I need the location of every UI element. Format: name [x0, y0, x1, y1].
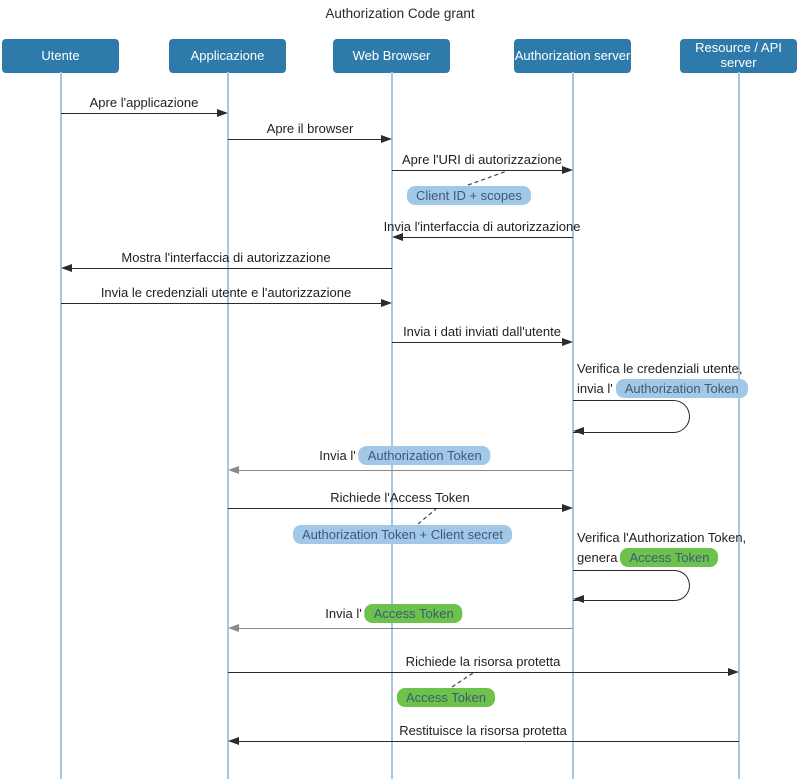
- arrowhead-left-icon: [573, 595, 584, 603]
- arrowhead-left-icon: [392, 233, 403, 241]
- message-send-authorization-token-label: Invia l' Authorization Token: [319, 446, 491, 465]
- note-client-id-scopes: Client ID + scopes: [407, 186, 531, 205]
- note-connector-line: [467, 170, 508, 186]
- message-open-browser-label: Apre il browser: [266, 121, 354, 136]
- arrowhead-right-icon: [562, 504, 573, 512]
- access-token-badge: Access Token: [364, 604, 463, 623]
- arrowhead-left-icon: [573, 427, 584, 435]
- message-send-credentials-label: Invia le credenziali utente e l'autorizz…: [100, 285, 352, 300]
- message-send-access-token-line: [239, 628, 573, 629]
- arrowhead-right-icon: [217, 109, 228, 117]
- arrowhead-left-icon: [228, 624, 239, 632]
- arrowhead-right-icon: [562, 166, 573, 174]
- lifeline-authorization-server: [572, 72, 574, 779]
- authorization-token-badge: Authorization Token: [358, 446, 491, 465]
- authorization-token-badge: Authorization Token: [615, 379, 748, 398]
- message-request-protected-resource-line: [228, 672, 728, 673]
- arrowhead-right-icon: [381, 135, 392, 143]
- message-open-auth-uri-label: Apre l'URI di autorizzazione: [402, 152, 562, 167]
- message-send-credentials-line: [61, 303, 381, 304]
- message-send-authorization-token-line: [239, 470, 573, 471]
- self-message-prefix: genera: [577, 550, 618, 565]
- actor-box-utente: Utente: [2, 39, 119, 73]
- self-loop-arc: [573, 400, 690, 433]
- message-send-auth-ui-line: [403, 237, 573, 238]
- message-send-user-data-label: Invia i dati inviati dall'utente: [403, 324, 561, 339]
- self-loop-arc: [573, 570, 690, 601]
- message-open-app-label: Apre l'applicazione: [89, 95, 199, 110]
- access-token-badge: Access Token: [620, 548, 719, 567]
- message-prefix: Invia l': [319, 448, 356, 463]
- note-authorization-token-client-secret: Authorization Token + Client secret: [293, 525, 513, 544]
- arrowhead-left-icon: [228, 737, 239, 745]
- arrowhead-right-icon: [381, 299, 392, 307]
- message-send-user-data-line: [392, 342, 562, 343]
- self-message-verify-credentials-line1: Verifica le credenziali utente,: [577, 361, 743, 376]
- diagram-title: Authorization Code grant: [325, 6, 475, 21]
- message-open-auth-uri-line: [392, 170, 562, 171]
- lifeline-web-browser: [391, 72, 393, 779]
- message-show-auth-ui-line: [72, 268, 392, 269]
- message-return-protected-resource-label: Restituisce la risorsa protetta: [399, 723, 567, 738]
- actor-box-authorization-server: Authorization server: [514, 39, 631, 73]
- arrowhead-left-icon: [228, 466, 239, 474]
- message-request-access-token-line: [228, 508, 562, 509]
- message-open-browser-line: [228, 139, 381, 140]
- self-message-verify-token-line2: genera Access Token: [577, 548, 719, 567]
- arrowhead-left-icon: [61, 264, 72, 272]
- note-connector-line: [451, 672, 474, 688]
- message-send-auth-ui-label: Invia l'interfaccia di autorizzazione: [383, 219, 581, 234]
- message-show-auth-ui-label: Mostra l'interfaccia di autorizzazione: [121, 250, 331, 265]
- message-open-app-line: [61, 113, 218, 114]
- arrowhead-right-icon: [728, 668, 739, 676]
- actor-box-applicazione: Applicazione: [169, 39, 286, 73]
- message-request-protected-resource-label: Richiede la risorsa protetta: [405, 654, 561, 669]
- self-message-prefix: invia l': [577, 381, 613, 396]
- actor-box-web-browser: Web Browser: [333, 39, 450, 73]
- message-return-protected-resource-line: [239, 741, 739, 742]
- lifeline-utente: [60, 72, 62, 779]
- lifeline-resource-api-server: [738, 72, 740, 779]
- message-prefix: Invia l': [325, 606, 362, 621]
- message-request-access-token-label: Richiede l'Access Token: [330, 490, 470, 505]
- self-message-verify-credentials-line2: invia l' Authorization Token: [577, 379, 748, 398]
- self-message-verify-token-line1: Verifica l'Authorization Token,: [577, 530, 747, 545]
- actor-box-resource-api-server: Resource / API server: [680, 39, 797, 73]
- note-access-token: Access Token: [397, 688, 495, 707]
- message-send-access-token-label: Invia l' Access Token: [325, 604, 463, 623]
- lifeline-applicazione: [227, 72, 229, 779]
- note-connector-line: [417, 508, 437, 525]
- arrowhead-right-icon: [562, 338, 573, 346]
